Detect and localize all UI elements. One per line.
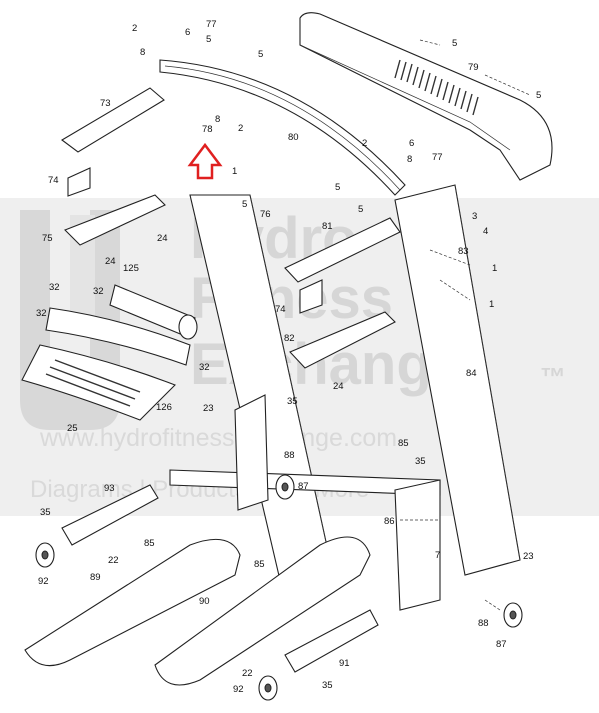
callout: 8 [140,47,145,58]
callout: 24 [157,233,168,244]
callout: 78 [202,124,213,135]
callout: 93 [104,483,115,494]
console-79 [299,12,553,181]
bezel-126 [45,307,191,366]
callout: 32 [36,308,47,319]
callout: 8 [215,114,220,125]
fan-125 [109,284,198,340]
callout: 91 [339,658,350,669]
guard-82 [289,311,396,369]
callout: 86 [384,516,395,527]
callout: 126 [156,402,172,413]
callout: 82 [284,333,295,344]
callout: 1 [492,263,497,274]
callout: 88 [284,450,295,461]
callout: 8 [407,154,412,165]
callout: 74 [48,175,59,186]
callout: 24 [333,381,344,392]
grille-25 [21,344,176,421]
callout-labels: 2 6 77 8 5 5 5 79 5 73 8 2 78 80 2 6 8 7… [36,19,541,695]
leg-93 [61,484,159,546]
wheel-87-right [503,602,523,628]
callout: 92 [233,684,244,695]
callout: 7 [435,550,440,561]
callout: 83 [458,246,469,257]
callout: 3 [472,211,477,222]
leg-91 [284,609,379,673]
callout: 22 [108,555,119,566]
callout: 35 [415,456,426,467]
wheel-87-center [275,474,295,500]
base-frame [169,394,441,611]
watermark-tm: ™ [540,362,566,392]
highlight-arrow [187,142,223,180]
callout: 5 [206,34,211,45]
callout: 79 [468,62,479,73]
callout: 32 [93,286,104,297]
callout: 2 [132,23,137,34]
callout: 5 [335,182,340,193]
wheel-92-left [35,542,55,568]
callout: 88 [478,618,489,629]
callout: 87 [496,639,507,650]
callout: 4 [483,226,488,237]
callout: 1 [232,166,237,177]
callout: 25 [67,423,78,434]
crossbar-80 [159,59,406,196]
callout: 35 [40,507,51,518]
leader-lines [400,39,531,611]
handlebar-81 [284,217,401,314]
callout: 2 [362,138,367,149]
callout: 80 [288,132,299,143]
callout: 75 [42,233,53,244]
wheel-92-right [258,675,278,701]
callout: 74 [275,304,286,315]
watermark-url: www.hydrofitnessexchange.com [39,424,397,452]
callout: 5 [258,49,263,60]
callout: 92 [38,576,49,587]
callout: 76 [260,209,271,220]
callout: 77 [432,152,443,163]
callout: 84 [466,368,477,379]
callout: 2 [238,123,243,134]
callout: 6 [185,27,190,38]
callout: 73 [100,98,111,109]
callout: 35 [322,680,333,691]
callout: 35 [287,396,298,407]
callout: 5 [452,38,457,49]
callout: 5 [536,90,541,101]
callout: 6 [409,138,414,149]
right-upright-84 [394,184,521,576]
callout: 87 [298,481,309,492]
callout: 89 [90,572,101,583]
callout: 5 [358,204,363,215]
callout: 1 [489,299,494,310]
side-rail-89 [24,538,241,667]
callout: 90 [199,596,210,607]
callout: 125 [123,263,139,274]
callout: 24 [105,256,116,267]
callout: 32 [49,282,60,293]
callout: 23 [523,551,534,562]
callout: 85 [254,559,265,570]
callout: 77 [206,19,217,30]
callout: 32 [199,362,210,373]
callout: 5 [242,199,247,210]
callout: 81 [322,221,333,232]
handlebar-73 [61,87,165,197]
guard-75 [64,194,166,246]
callout: 22 [242,668,253,679]
callout: 23 [203,403,214,414]
callout: 85 [398,438,409,449]
side-rail-90 [154,536,371,686]
callout: 85 [144,538,155,549]
